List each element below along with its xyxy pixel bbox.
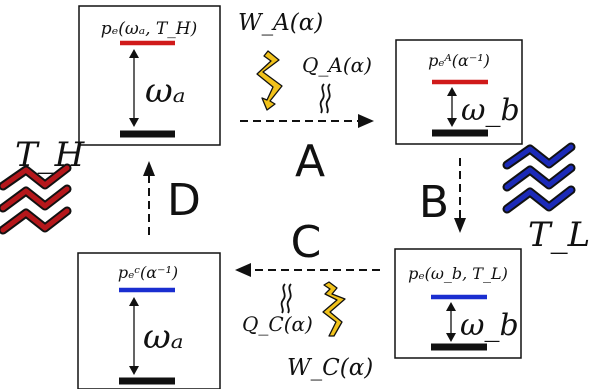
box-top-right-gap-arrowhead-down	[447, 118, 457, 127]
stroke-a-label: A	[295, 136, 325, 187]
box-top-left-label: pₑ(ωₐ, T_H)	[101, 19, 197, 39]
stroke-b-label: B	[419, 177, 449, 228]
heat-a-wave-1	[319, 83, 325, 114]
box-bottom-right-gap-arrowhead-up	[446, 302, 456, 311]
heat-a-label: Q_A(α)	[302, 53, 372, 77]
box-bottom-left-label: pₑᶜ(α⁻¹)	[118, 263, 178, 282]
lightning-icon	[256, 50, 283, 111]
stroke-a-arrowhead	[358, 114, 374, 128]
box-bottom-right: pₑ(ω_b, T_L) ω_b	[394, 248, 522, 359]
stroke-b-arrowhead	[454, 218, 466, 233]
box-bottom-left: pₑᶜ(α⁻¹) ωₐ	[77, 252, 221, 389]
box-bottom-left-gap-arrowhead-up	[129, 297, 139, 306]
box-bottom-left-gap-arrowhead-down	[129, 366, 139, 375]
heat-bath-icon	[0, 163, 72, 235]
stroke-c-arrowhead	[235, 263, 251, 277]
cold-bath-stripe-2	[502, 163, 576, 192]
work-c-label: W_C(α)	[287, 355, 373, 381]
work-c-lightning-shape	[322, 281, 346, 337]
box-top-right-label: pₑᴬ(α⁻¹)	[428, 51, 490, 70]
box-bottom-right-label: pₑ(ω_b, T_L)	[408, 264, 508, 283]
box-top-left-frame	[78, 5, 221, 146]
hot-bath-stripe-3	[0, 206, 72, 235]
box-top-right: pₑᴬ(α⁻¹) ω_b	[395, 39, 523, 145]
hot-bath-stripe-2	[0, 184, 72, 213]
work-a-label: W_A(α)	[238, 10, 323, 36]
box-bottom-right-frame	[394, 248, 522, 359]
heat-a-wave-2	[325, 83, 331, 114]
box-bottom-right-gap-arrowhead-down	[446, 333, 456, 342]
heat-c-wave-1	[280, 283, 286, 314]
box-top-right-frame	[395, 39, 523, 145]
stroke-b-arrow	[454, 158, 466, 233]
box-bottom-left-frame	[77, 252, 221, 389]
box-bottom-right-frequency: ω_b	[460, 308, 519, 343]
box-top-right-frequency: ω_b	[461, 93, 520, 128]
box-bottom-left-frequency: ωₐ	[143, 317, 184, 357]
cold-bath-stripe-1	[502, 142, 576, 170]
cold-reservoir-label: T_L	[528, 215, 589, 255]
heat-c-label: Q_C(α)	[242, 312, 313, 336]
stroke-d-arrowhead	[143, 161, 155, 176]
box-top-right-gap-arrowhead-up	[447, 87, 457, 96]
hot-reservoir-label: T_H	[15, 135, 86, 175]
heat-bath-icon	[502, 142, 576, 214]
wavy-heat-icon	[280, 283, 292, 314]
stroke-d-arrow	[143, 161, 155, 235]
box-top-left: pₑ(ωₐ, T_H) ωₐ	[78, 5, 221, 146]
box-top-left-gap-arrowhead-down	[129, 118, 139, 127]
work-a-lightning-shape	[256, 50, 283, 111]
box-top-left-gap-arrowhead-up	[129, 49, 139, 58]
box-top-left-frequency: ωₐ	[145, 71, 186, 111]
hot-bath-stripe-1	[0, 163, 72, 191]
cold-bath-stripe-3	[502, 185, 576, 214]
stroke-c-arrow	[235, 263, 380, 277]
wavy-heat-icon	[319, 83, 331, 114]
stroke-a-arrow	[240, 114, 374, 128]
lightning-icon	[322, 281, 346, 337]
stroke-c-label: C	[291, 217, 322, 268]
heat-c-wave-2	[286, 283, 292, 314]
stroke-d-label: D	[167, 175, 201, 226]
